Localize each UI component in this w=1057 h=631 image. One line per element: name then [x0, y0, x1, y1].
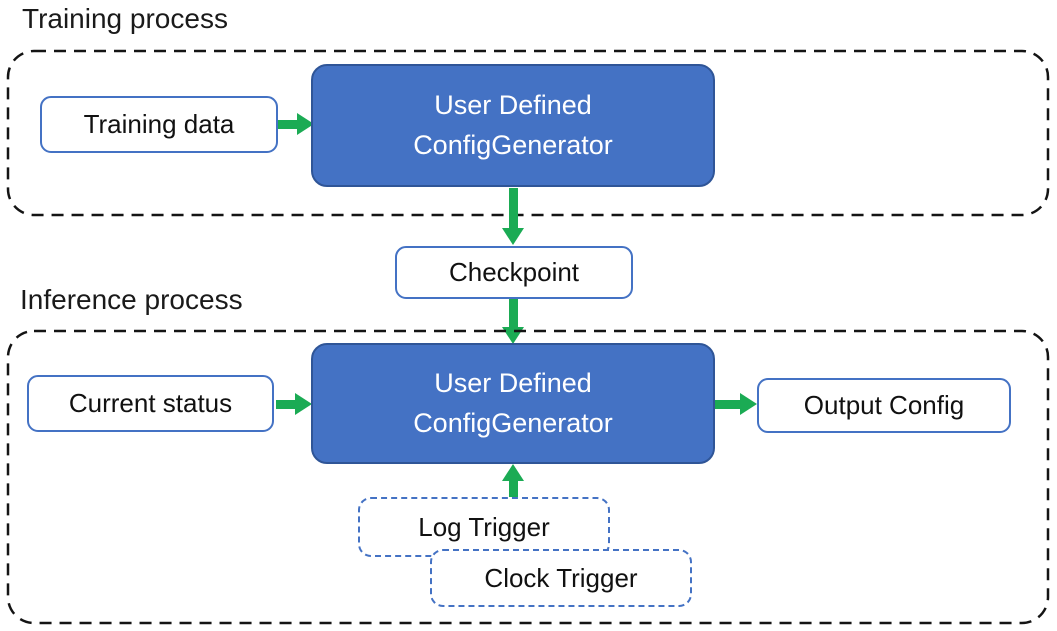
training-data-box: Training data — [40, 96, 278, 153]
clock-trigger-label: Clock Trigger — [484, 562, 638, 593]
current-status-label: Current status — [68, 388, 233, 418]
checkpoint-box: Checkpoint — [395, 246, 633, 299]
log-trigger-label: Log Trigger — [418, 511, 550, 542]
training-node-label-line2: ConfigGenerator — [413, 129, 613, 160]
output-config-box: Output Config — [757, 378, 1011, 433]
arrow-training-node-to-checkpoint — [502, 188, 525, 245]
output-config-label: Output Config — [803, 390, 965, 420]
training-node-label-line1: User Defined — [434, 90, 592, 121]
inference-configgenerator-node: User Defined ConfigGenerator — [311, 343, 715, 464]
current-status-box: Current status — [27, 375, 274, 432]
training-data-label: Training data — [83, 109, 235, 139]
arrow-training-data-to-node — [278, 113, 314, 136]
checkpoint-label: Checkpoint — [448, 257, 580, 287]
inference-node-label-line2: ConfigGenerator — [413, 407, 613, 438]
inference-process-container — [6, 329, 1050, 625]
arrow-node-to-output-config — [715, 393, 757, 416]
log-trigger-box: Log Trigger — [358, 497, 610, 557]
inference-process-label: Inference process — [20, 284, 243, 315]
arrow-triggers-to-node — [502, 464, 525, 498]
training-configgenerator-node: User Defined ConfigGenerator — [311, 64, 715, 187]
training-process-container — [6, 49, 1050, 217]
inference-node-label-line1: User Defined — [434, 368, 592, 399]
arrow-current-status-to-node — [276, 393, 312, 416]
training-process-label: Training process — [22, 3, 228, 34]
clock-trigger-box: Clock Trigger — [430, 549, 692, 607]
